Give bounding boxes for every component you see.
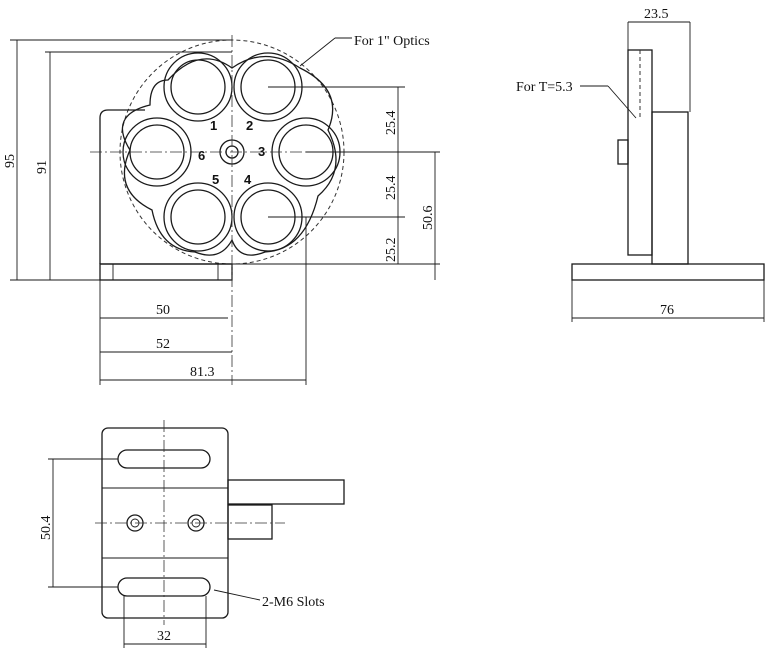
dim-50-4: 50.4 [39, 516, 54, 541]
top-view: 50.4 32 2-M6 Slots [39, 420, 345, 648]
dim-25-4-upper: 25.4 [384, 111, 399, 136]
top-knob [227, 504, 273, 540]
position-number-4: 4 [244, 172, 252, 187]
callout-thickness: For T=5.3 [516, 80, 573, 95]
mount-plate [99, 109, 232, 265]
side-base [571, 263, 765, 281]
dim-91: 91 [35, 160, 50, 174]
dim-52: 52 [156, 337, 170, 352]
dim-95: 95 [3, 154, 18, 168]
callout-optics: For 1" Optics [354, 34, 430, 49]
side-view: 23.5 For T=5.3 76 [516, 7, 765, 322]
side-knob [617, 139, 629, 165]
side-plate [651, 111, 689, 265]
dim-25-4-lower: 25.4 [384, 176, 399, 201]
dim-76: 76 [660, 303, 674, 318]
position-number-3: 3 [258, 144, 265, 159]
wheel-body [121, 55, 337, 256]
front-view: 1 2 3 4 5 6 95 91 25.4 25.4 25.2 50.6 50… [3, 34, 440, 385]
dim-50-6: 50.6 [421, 206, 436, 231]
position-number-1: 1 [210, 118, 217, 133]
optic-holder-1 [163, 52, 233, 122]
position-number-2: 2 [246, 118, 253, 133]
mount-base [99, 263, 233, 281]
dim-81-3: 81.3 [190, 365, 215, 380]
callout-slots: 2-M6 Slots [262, 595, 325, 610]
dim-25-2: 25.2 [384, 238, 399, 263]
dim-50: 50 [156, 303, 170, 318]
position-number-6: 6 [198, 148, 205, 163]
dim-32: 32 [157, 629, 171, 644]
dim-23-5: 23.5 [644, 7, 669, 22]
position-number-5: 5 [212, 172, 219, 187]
optic-holder-5 [163, 182, 233, 252]
top-rod [227, 479, 345, 505]
